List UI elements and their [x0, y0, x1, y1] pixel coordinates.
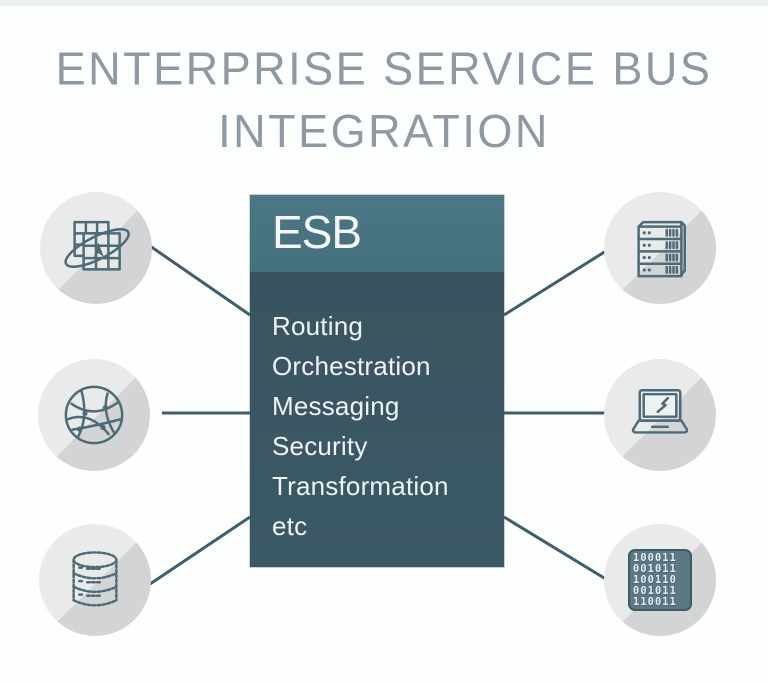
esb-header-label: ESB [272, 205, 362, 258]
page-title: ENTERPRISE SERVICE BUS INTEGRATION [0, 38, 768, 163]
esb-item-security: Security [272, 431, 368, 461]
application-grid-orbit-icon [64, 220, 130, 271]
server-stack-icon [637, 220, 686, 278]
page-title-line2: INTEGRATION [218, 104, 550, 158]
node-circle-server [604, 192, 716, 304]
binary-row: 110011 [633, 595, 677, 608]
esb-item-messaging: Messaging [272, 391, 400, 421]
connector-line-right-top [503, 244, 615, 317]
esb-capability-list: Routing Orchestration Messaging Security… [250, 272, 504, 546]
network-globe-icon [64, 385, 124, 445]
esb-item-transformation: Transformation [272, 471, 449, 501]
database-icon [72, 551, 118, 607]
connector-line-left-bottom [149, 515, 251, 586]
esb-header: ESB [250, 195, 504, 272]
connector-line-left-top [149, 244, 251, 317]
binary-row: 001011 [633, 584, 677, 597]
connector-line-right-bottom [503, 515, 615, 586]
node-circle-database [39, 524, 151, 636]
top-band [0, 0, 768, 6]
node-circle-laptop [604, 359, 716, 471]
binary-row: 001011 [633, 562, 677, 575]
page-title-line1: ENTERPRISE SERVICE BUS [55, 41, 713, 95]
node-circle-network [38, 359, 150, 471]
laptop-icon [631, 389, 689, 434]
node-circle-application [40, 192, 152, 304]
binary-data-icon: 100011 001011 100110 001011 110011 [628, 549, 692, 611]
binary-row: 100110 [633, 573, 677, 586]
esb-body: Routing Orchestration Messaging Security… [250, 272, 504, 567]
binary-row: 100011 [633, 551, 677, 564]
esb-item-orchestration: Orchestration [272, 351, 431, 381]
esb-item-routing: Routing [272, 311, 364, 341]
esb-item-etc: etc [272, 511, 308, 541]
esb-box: ESB Routing Orchestration Messaging Secu… [250, 195, 504, 567]
node-circle-binary: 100011 001011 100110 001011 110011 [604, 524, 716, 636]
